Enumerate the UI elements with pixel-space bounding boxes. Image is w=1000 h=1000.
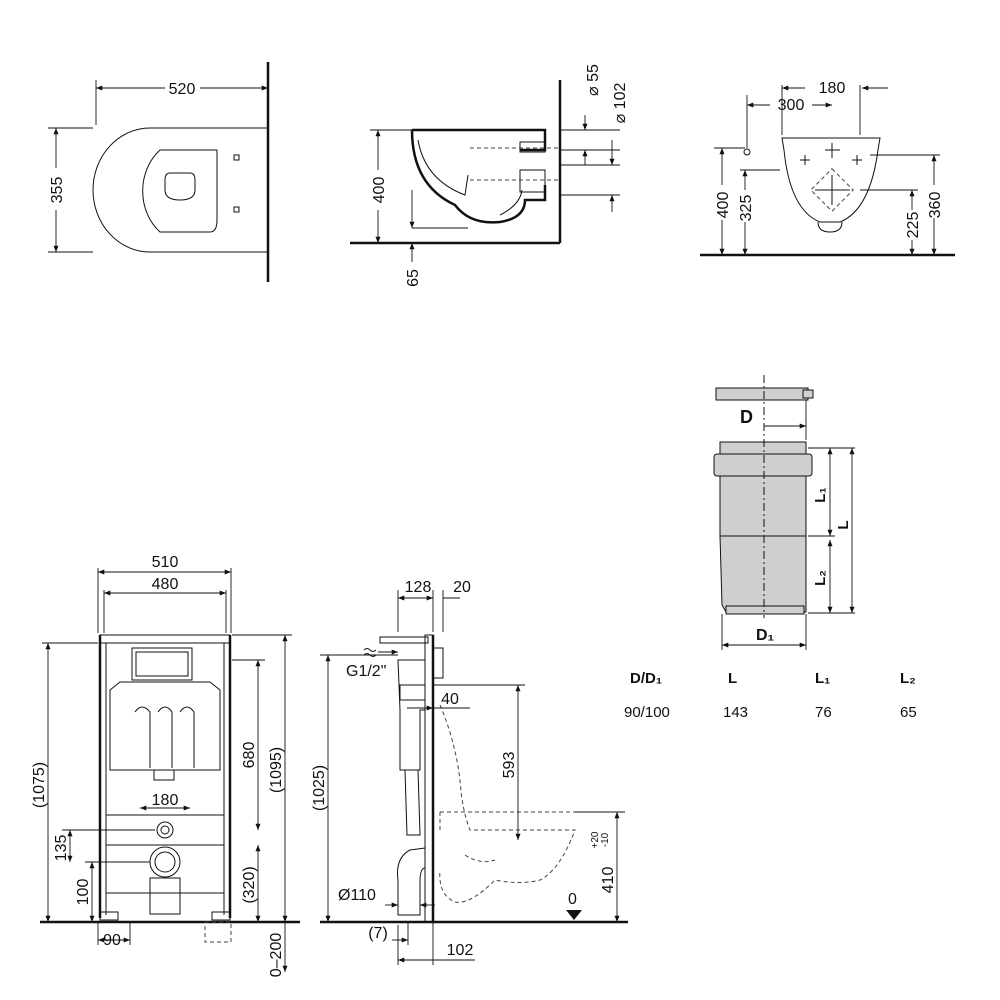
- frame-side-view: 128 20 G1/2" 40 (1025) 593 410 +20 -10 0…: [311, 579, 628, 965]
- table-header-l: L: [728, 670, 738, 687]
- side-h410-label: 410: [600, 867, 617, 894]
- side-w20-label: 20: [453, 579, 471, 596]
- frame-d180-label: 180: [152, 792, 179, 809]
- side-tol-minus: -10: [600, 832, 611, 847]
- side-view: ⌀ 55 ⌀ 102 400 65: [350, 64, 629, 287]
- front-325-label: 325: [738, 195, 755, 222]
- zero-label: 0: [568, 891, 577, 908]
- side-tol-plus: +20: [590, 831, 601, 848]
- pipe-drawing: D L₁ L₂ L D₁: [713, 375, 855, 650]
- side-w102-label: 102: [447, 942, 474, 959]
- frame-w90-label: 90: [103, 932, 121, 949]
- table-header-d: D/D₁: [630, 670, 663, 687]
- table-cell-d: 90/100: [624, 704, 670, 721]
- side-height-label: 400: [371, 177, 388, 204]
- side-w7-label: (7): [368, 925, 388, 942]
- top-width-label: 520: [169, 81, 196, 98]
- zero-marker-icon: [566, 910, 582, 920]
- pipe-table: D/D₁ L L₁ L₂ 90/100 143 76 65: [612, 670, 942, 730]
- side-offset-label: 65: [405, 269, 422, 287]
- front-view: 180 300 400 325 225 360: [700, 80, 955, 257]
- table-cell-l2: 65: [900, 704, 917, 721]
- frame-h135-label: 135: [53, 835, 70, 862]
- pipe-l-label: L: [835, 520, 852, 529]
- thread-label: G1/2": [346, 663, 386, 680]
- frame-range-label: 0–200: [268, 933, 285, 978]
- side-w40-label: 40: [441, 691, 459, 708]
- side-w128-label: 128: [405, 579, 432, 596]
- side-dia-label: Ø110: [338, 887, 376, 904]
- table-cell-l: 143: [723, 704, 749, 721]
- front-360-label: 360: [927, 192, 944, 219]
- frame-h100-label: 100: [75, 879, 92, 906]
- table-header-l1: L₁: [815, 670, 831, 687]
- front-180-label: 180: [819, 80, 846, 97]
- pipe-d1-label: D₁: [756, 627, 775, 644]
- frame-h1095-label: (1095): [268, 747, 285, 793]
- front-400-label: 400: [715, 192, 732, 219]
- table-header-l2: L₂: [900, 670, 916, 687]
- side-h1025-label: (1025): [311, 765, 328, 811]
- side-d102-label: ⌀ 102: [612, 83, 629, 124]
- pipe-l2-label: L₂: [812, 570, 829, 586]
- top-depth-label: 355: [49, 177, 66, 204]
- frame-front-view: 510 480 180 (1075) 135 100 90 680 (1095)…: [31, 554, 300, 977]
- pipe-d-label: D: [740, 407, 753, 427]
- top-view: 520 355: [48, 62, 270, 282]
- frame-h1075-label: (1075): [31, 762, 48, 808]
- front-225-label: 225: [905, 212, 922, 239]
- frame-w480-label: 480: [152, 576, 179, 593]
- side-d55-label: ⌀ 55: [585, 64, 602, 96]
- side-h593-label: 593: [501, 752, 518, 779]
- pipe-l1-label: L₁: [812, 487, 829, 502]
- frame-h320-label: (320): [241, 866, 258, 903]
- table-cell-l1: 76: [815, 704, 832, 721]
- front-300-label: 300: [778, 97, 805, 114]
- frame-w510-label: 510: [152, 554, 179, 571]
- frame-h680-label: 680: [241, 742, 258, 769]
